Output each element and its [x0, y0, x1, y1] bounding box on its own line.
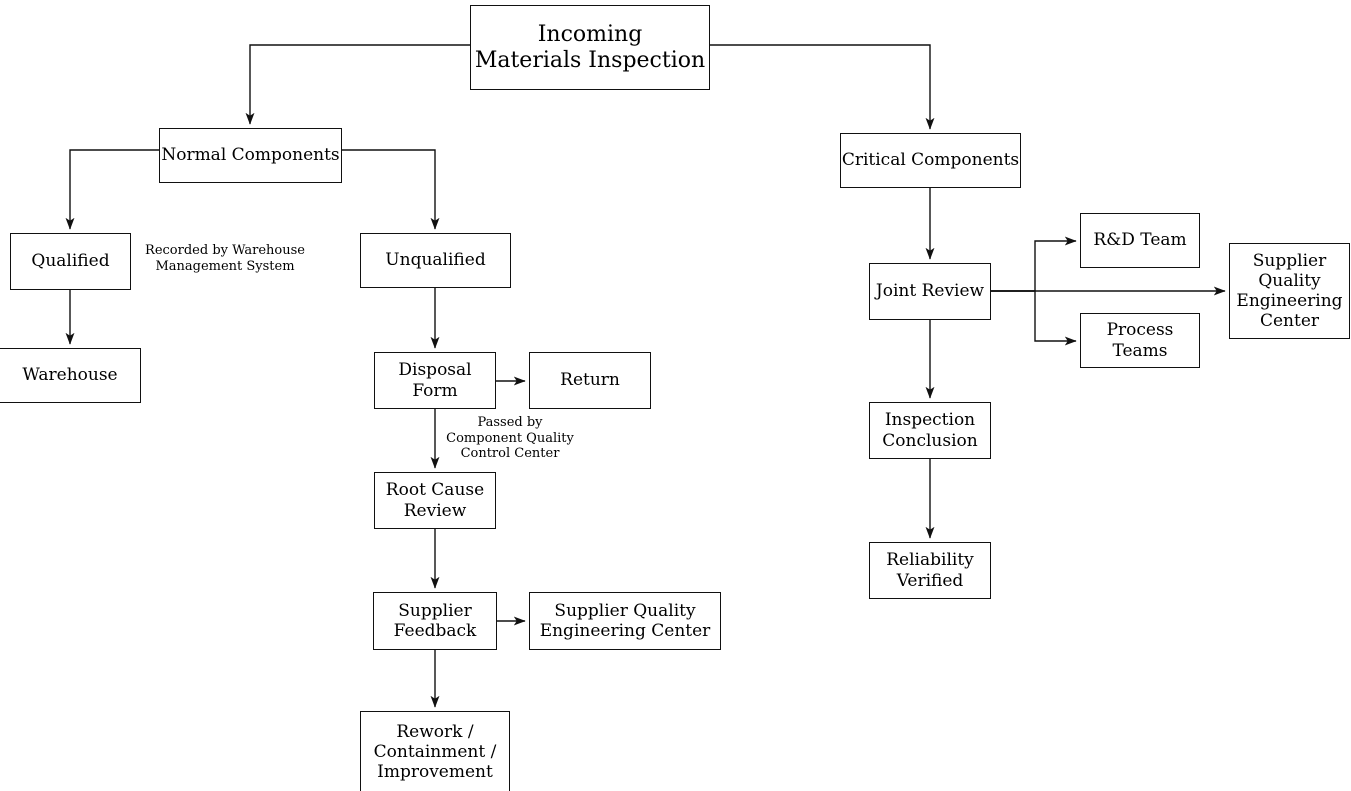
edge-normal-qualified — [65, 149, 159, 230]
node-jointreview[interactable]: Joint Review — [869, 263, 991, 320]
node-reliability[interactable]: Reliability Verified — [869, 542, 991, 599]
edge-incoming-normal — [245, 44, 470, 125]
lbl-cqcc: Passed by Component Quality Control Cent… — [446, 415, 574, 462]
edge-incoming-critical — [710, 44, 935, 130]
node-sqec_left[interactable]: Supplier Quality Engineering Center — [529, 592, 721, 650]
edge-normal-unqualified — [342, 149, 440, 230]
node-return[interactable]: Return — [529, 352, 651, 409]
node-incoming[interactable]: Incoming Materials Inspection — [470, 5, 710, 90]
node-processteams[interactable]: Process Teams — [1080, 313, 1200, 368]
node-disposal[interactable]: Disposal Form — [374, 352, 496, 409]
node-supplierfb[interactable]: Supplier Feedback — [373, 592, 497, 650]
node-sqec_right[interactable]: Supplier Quality Engineering Center — [1229, 243, 1350, 339]
edge-jointreview-processteams — [991, 290, 1077, 346]
node-rootcause[interactable]: Root Cause Review — [374, 472, 496, 529]
lbl-warehouse-mgmt: Recorded by Warehouse Management System — [145, 243, 305, 274]
node-qualified[interactable]: Qualified — [10, 233, 131, 290]
node-rdteam[interactable]: R&D Team — [1080, 213, 1200, 268]
node-normal[interactable]: Normal Components — [159, 128, 342, 183]
node-critical[interactable]: Critical Components — [840, 133, 1021, 188]
node-inspconclusion[interactable]: Inspection Conclusion — [869, 402, 991, 459]
node-rework[interactable]: Rework / Containment / Improvement — [360, 711, 510, 791]
node-warehouse[interactable]: Warehouse — [0, 348, 141, 403]
node-unqualified[interactable]: Unqualified — [360, 233, 511, 288]
edge-jointreview-rdteam — [991, 236, 1077, 292]
